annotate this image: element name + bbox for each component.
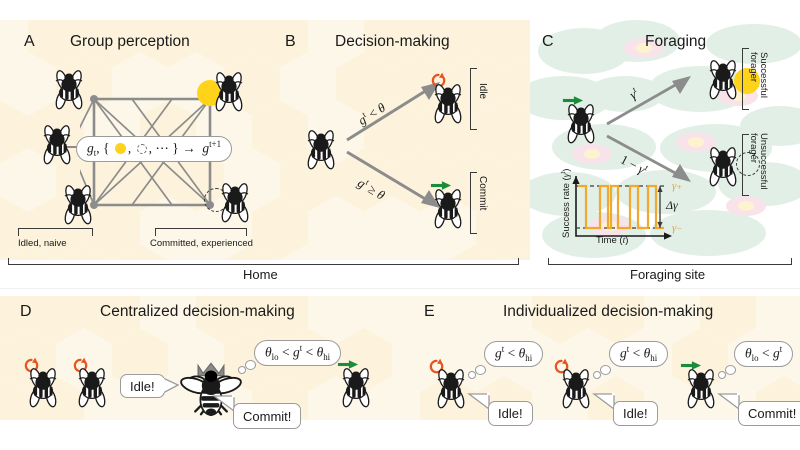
bracket-foraging-site bbox=[548, 258, 792, 265]
panel-e-thought-bubble-1: gt < θhi bbox=[484, 341, 543, 367]
chart-xlabel-suffix: ) bbox=[625, 235, 628, 246]
bee-departing-forager bbox=[558, 104, 604, 144]
bee-committed-experienced-2 bbox=[212, 183, 258, 223]
bracket-unsuccessful-forager-label: Unsuccessful forager bbox=[748, 133, 768, 190]
panel-e-thought-expr-1: gt < θhi bbox=[495, 344, 532, 363]
panel-e-thought-dot-1b bbox=[475, 365, 486, 375]
e1-g: g bbox=[495, 346, 502, 361]
panel-d-thought-dot-2 bbox=[245, 360, 256, 370]
panel-a-title: Group perception bbox=[70, 33, 190, 51]
panel-c-title: Foraging bbox=[645, 33, 706, 51]
panel-d-bee-commit bbox=[333, 368, 379, 408]
panel-a-letter: A bbox=[24, 33, 35, 51]
panel-e-letter: E bbox=[424, 303, 435, 321]
panel-e-title: Individualized decision-making bbox=[503, 303, 713, 321]
d-theta-lo: θ bbox=[265, 345, 272, 360]
successful-forager-line1: Successful bbox=[758, 52, 769, 98]
chart-xlabel-prefix: Time ( bbox=[596, 235, 623, 246]
panel-divider bbox=[0, 288, 800, 289]
eq-comma: , bbox=[128, 141, 131, 156]
chart-ylabel-sup: t bbox=[560, 172, 567, 174]
flower-core bbox=[584, 149, 600, 159]
bee-outcome-commit bbox=[425, 189, 471, 229]
bracket-successful-forager-label: Successful forager bbox=[748, 52, 768, 98]
perception-equation-pill: gt, { , , ⋯ } → gt+1 bbox=[76, 136, 232, 162]
chart-y-axis-label: Success rate (γt) bbox=[560, 169, 572, 238]
bee-committed-experienced-1 bbox=[206, 72, 252, 112]
bracket-committed-experienced-label: Committed, experienced bbox=[150, 238, 253, 249]
e3-theta: θ bbox=[745, 346, 752, 361]
panel-b-letter: B bbox=[285, 33, 296, 51]
panel-d-bee-idle-1 bbox=[20, 368, 66, 408]
bracket-foraging-site-label: Foraging site bbox=[630, 267, 705, 282]
panel-d-letter: D bbox=[20, 303, 32, 321]
panel-e-thought-bubble-2: gt < θhi bbox=[609, 341, 668, 367]
panel-e-speech-2: Idle! bbox=[613, 401, 658, 426]
chart-ylabel-sym: γ bbox=[562, 174, 572, 178]
bracket-home-label: Home bbox=[243, 267, 278, 282]
panel-b-title: Decision-making bbox=[335, 33, 450, 51]
panel-d-speech-commit: Commit! bbox=[233, 403, 301, 429]
chart-x-axis-label: Time (t) bbox=[596, 235, 628, 246]
chart-delta-gamma-label: Δγ bbox=[666, 198, 678, 213]
bee-idle-naive-2 bbox=[34, 125, 80, 165]
unsuccessful-forager-line1: Unsuccessful bbox=[758, 133, 769, 190]
bee-idle-naive-1 bbox=[46, 70, 92, 110]
chart-ylabel-prefix: Success rate ( bbox=[561, 177, 572, 238]
e3-g: g bbox=[773, 346, 780, 361]
panel-d-speech-idle: Idle! bbox=[120, 374, 165, 398]
panel-c-letter: C bbox=[542, 33, 554, 51]
bracket-home bbox=[8, 258, 519, 265]
panel-d-thought-bubble: θlo < gt < θhi bbox=[254, 340, 341, 366]
panel-e-thought-dot-2b bbox=[600, 365, 611, 375]
d-g: g bbox=[293, 345, 300, 360]
chart-gamma-plus-label: γ₊ bbox=[672, 179, 682, 192]
eq-brace-open: , { bbox=[96, 141, 109, 156]
e2-g: g bbox=[620, 346, 627, 361]
eq-reward-empty-icon bbox=[137, 144, 147, 154]
bracket-committed-experienced bbox=[155, 228, 247, 236]
unsuccessful-forager-line2: forager bbox=[748, 133, 759, 163]
bracket-commit-label: Commit bbox=[477, 176, 488, 210]
branch-success-arrow bbox=[605, 70, 697, 128]
chart-gamma-minus-label: γ₋ bbox=[672, 221, 682, 234]
eq-dots: , ⋯ } → bbox=[149, 141, 199, 156]
flower-core bbox=[738, 201, 754, 211]
eq-lead: g bbox=[87, 141, 94, 156]
panel-d-thought-expr: θlo < gt < θhi bbox=[265, 343, 330, 362]
panel-e-thought-expr-3: θlo < gt bbox=[745, 344, 782, 363]
bracket-idle bbox=[470, 68, 477, 130]
panel-e-thought-expr-2: gt < θhi bbox=[620, 344, 657, 363]
eq-reward-filled-icon bbox=[115, 143, 126, 154]
success-rate-chart: Success rate (γt) Time (t) γ₊ γ₋ Δγ bbox=[548, 172, 708, 248]
bracket-idled-naive-label: Idled, naive bbox=[18, 238, 67, 249]
panel-e-speech-3: Commit! bbox=[738, 401, 800, 426]
panel-e-thought-bubble-3: θlo < gt bbox=[734, 341, 793, 367]
bracket-idled-naive bbox=[18, 228, 93, 236]
panel-e-speech-1: Idle! bbox=[488, 401, 533, 426]
panel-d-bee-idle-2 bbox=[69, 368, 115, 408]
bee-outcome-idle bbox=[425, 84, 471, 124]
perception-equation: gt, { , , ⋯ } → gt+1 bbox=[87, 139, 221, 158]
bee-idle-naive-3 bbox=[55, 185, 101, 225]
bracket-idle-label: Idle bbox=[477, 83, 488, 99]
bee-successful-forager bbox=[700, 60, 746, 100]
bracket-commit bbox=[470, 172, 477, 234]
panel-e-thought-dot-3b bbox=[725, 365, 736, 375]
panel-d-speech-idle-tail bbox=[163, 377, 179, 395]
chart-ylabel-suffix: ) bbox=[561, 169, 572, 172]
panel-d-title: Centralized decision-making bbox=[100, 303, 295, 321]
successful-forager-line2: forager bbox=[748, 52, 759, 82]
bee-deciding bbox=[298, 130, 344, 170]
